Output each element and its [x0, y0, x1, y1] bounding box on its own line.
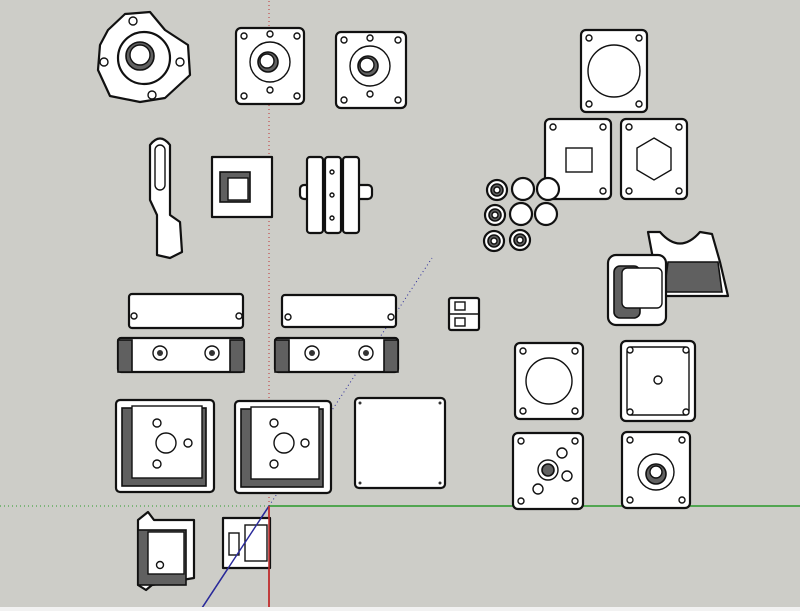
hex-hole-plate-part[interactable]	[619, 117, 689, 201]
square-box-part-1[interactable]	[114, 398, 216, 494]
square-lid-part[interactable]	[353, 396, 447, 490]
square-flange-part-1[interactable]	[234, 26, 306, 106]
round-window-plate-part[interactable]	[579, 28, 649, 114]
blue-axis-dotted	[268, 257, 433, 507]
small-block-part[interactable]	[447, 296, 481, 332]
triple-bar-clamp-part[interactable]	[298, 155, 374, 235]
u-bracket-part-1[interactable]	[116, 336, 246, 374]
square-flange-part-2[interactable]	[334, 30, 408, 110]
boss-plate-part[interactable]	[620, 430, 692, 510]
cradle-bracket-part[interactable]	[606, 230, 730, 327]
flat-bar-part-1[interactable]	[127, 292, 245, 330]
flat-bar-part-2[interactable]	[280, 293, 398, 329]
blue-axis-front	[199, 505, 270, 611]
bearing-flange-part[interactable]	[96, 10, 192, 104]
open-box-part[interactable]	[136, 510, 196, 592]
round-window-plate-part-2[interactable]	[513, 341, 585, 421]
u-bracket-part-2[interactable]	[273, 336, 400, 374]
three-hole-plate-part[interactable]	[511, 431, 585, 511]
status-bar	[0, 607, 800, 611]
square-box-part-2[interactable]	[233, 399, 333, 495]
square-cube-part[interactable]	[210, 155, 274, 219]
window-panel-part[interactable]	[221, 516, 272, 570]
bearing-set-part[interactable]	[482, 176, 561, 253]
clip-arm-part[interactable]	[148, 137, 184, 260]
center-hole-plate-part[interactable]	[619, 339, 697, 423]
